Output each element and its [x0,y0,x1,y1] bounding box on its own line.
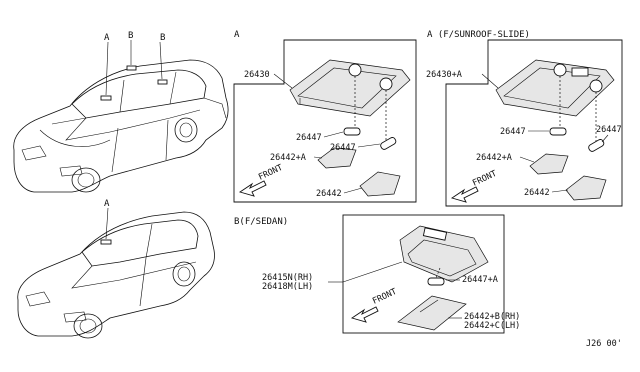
panel-a-sunroof-bulb-left [549,127,567,136]
panel-a-bulb-right [380,137,397,150]
panel-a-label-lens: 26442 [316,189,342,199]
panel-a-switch-right [379,77,393,91]
callout-sedan-b1: B [128,31,133,41]
diagram-code: J26 00' [586,339,622,349]
coupe-illustration: A [17,199,215,339]
panel-b-title: B(F/SEDAN) [234,217,288,227]
panel-a-sunroof-lens-a [529,153,569,175]
sedan-illustration: A B B [13,31,229,193]
panel-a-label-bulb-right: 26447 [330,143,356,153]
panel-b-lamp-housing [399,225,489,283]
coupe-lamp-a-marker [100,239,112,245]
panel-a-label-bulb-left: 26447 [296,133,322,143]
panel-a-lens [359,171,401,197]
panel-a-sunroof: A (F/SUNROOF-SLIDE) 26430+A 26447 26447 … [426,30,623,207]
callout-coupe-a: A [104,199,110,209]
panel-b-frame [342,214,505,334]
panel-b-label-lens-b: 26442+B(RH) [464,312,520,322]
panel-a-sunroof-bulb-right [588,139,605,152]
panel-a-sunroof-label-lamp-assy: 26430+A [426,70,462,80]
panel-b-front-label: FRONT [371,287,398,307]
panel-a-sunroof-lens [565,175,607,201]
panel-a-sunroof-label-bulb-left: 26447 [500,127,526,137]
panel-a-sunroof-frame [445,39,623,207]
panel-a-sunroof-switch-right [589,79,603,93]
panel-b-bulb [427,277,445,286]
panel-a-title: A [234,30,240,40]
panel-a-front-arrow [238,180,267,197]
panel-a-front-label: FRONT [257,163,284,183]
panel-a-sunroof-label-bulb-right: 26447 [596,125,622,135]
callout-sedan-b2: B [160,33,165,43]
panel-a-label-lamp-assy: 26430 [244,70,270,80]
panel-b-label-lens-c: 26442+C(LH) [464,321,520,331]
sedan-lamp-b2-marker [157,79,168,85]
panel-a-lens-a [317,147,357,169]
panel-a-sunroof-switch-left [553,63,567,77]
panel-b-label-bulb: 26447+A [462,275,498,285]
panel-a: A 26430 26447 26447 26442+A 26442 FRONT [233,30,417,203]
panel-b-label-lh: 26418M(LH) [262,282,313,292]
callout-sedan-a: A [104,33,110,43]
panel-b-label-rh: 26415N(RH) [262,273,313,283]
panel-a-sunroof-label-lens-a: 26442+A [476,153,512,163]
panel-a-sunroof-front-arrow [450,186,479,203]
panel-a-sunroof-label-lens: 26442 [524,188,550,198]
sedan-lamp-b1-marker [126,65,137,71]
panel-a-sunroof-title: A (F/SUNROOF-SLIDE) [427,30,530,40]
panel-a-bulb-left [343,127,361,136]
panel-a-label-lens-a: 26442+A [270,153,306,163]
panel-b-lamp-switch [422,227,448,241]
panel-a-sunroof-front-label: FRONT [471,169,498,189]
panel-a-frame [233,39,417,203]
panel-b-front-arrow [350,306,379,323]
panel-b-sedan: B(F/SEDAN) 26415N(RH) 26418M(LH) 26447+A… [234,214,520,334]
panel-b-lens [397,295,467,331]
panel-a-sunroof-slide-switch [571,67,589,77]
sedan-lamp-a-marker [100,95,112,101]
panel-a-switch-left [348,63,362,77]
